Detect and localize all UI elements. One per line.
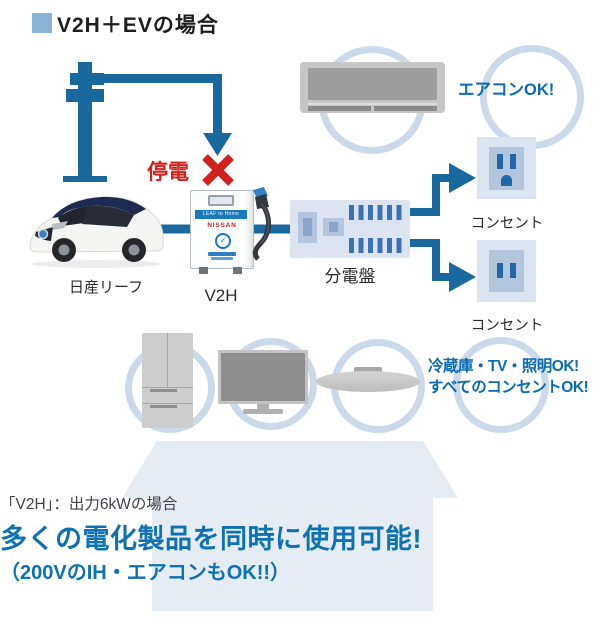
car-label: 日産リーフ (68, 279, 144, 296)
appliance-callout: 冷蔵庫・TV・照明OK! すべてのコンセントOK! (428, 356, 589, 398)
appliance-callout-line1: 冷蔵庫・TV・照明OK! (428, 358, 579, 375)
tv-screen (221, 353, 305, 401)
outlet-bottom-label: コンセント (470, 318, 544, 334)
title-bullet-square (32, 13, 52, 33)
board-to-outlet-bottom-line (408, 239, 451, 281)
v2h-foot (233, 267, 242, 274)
main-breaker (298, 212, 317, 243)
summary-subline: （200VのIH・エアコンもOK!!） (0, 562, 291, 584)
nissan-leaf-illustration (29, 196, 164, 268)
outlet-top (477, 137, 536, 199)
v2h-display (208, 195, 234, 206)
ac-panel (308, 68, 437, 100)
ceiling-light (316, 367, 420, 393)
ac-callout: エアコンOK! (458, 81, 555, 99)
ground-hole (501, 175, 512, 186)
v2h-unit: LEAF to Home NISSAN ✓ (190, 190, 254, 274)
circuit-breaker-row (349, 205, 404, 220)
outage-label: 停電 (147, 161, 189, 184)
outlet-face (489, 147, 524, 190)
outlet-top-arrow-icon (449, 163, 476, 193)
page-title: V2H＋EVの場合 (57, 14, 219, 37)
board-to-outlet-top-line (408, 174, 451, 216)
summary-condition: 「V2H」：出力6kWの場合 (0, 496, 178, 513)
grid-power-line (92, 74, 222, 134)
v2h-banner: LEAF to Home (195, 210, 247, 219)
outlet-bottom (477, 240, 536, 302)
charging-cable-icon (252, 187, 271, 261)
v2h-zero-emission-icon: ✓ (215, 233, 231, 249)
outlet-face (489, 250, 524, 292)
grid-arrow-down-icon (203, 133, 232, 156)
house-arrow-shape (122, 441, 458, 611)
summary-headline: 多くの電化製品を同時に使用可能! (0, 524, 422, 554)
distribution-board (290, 200, 410, 258)
v2h-foot (199, 267, 208, 274)
v2h-brand-logo: NISSAN (207, 222, 237, 229)
air-conditioner (300, 62, 445, 113)
circuit-breaker-row (349, 238, 404, 253)
outlet-top-label: コンセント (470, 216, 544, 232)
ring-behind-appliance-callout (453, 337, 549, 433)
board-label: 分電盤 (324, 267, 376, 286)
v2h-small-logo (208, 252, 236, 256)
refrigerator (142, 333, 193, 428)
v2h-small-logo (211, 257, 233, 260)
outlet-bottom-arrow-icon (449, 262, 476, 292)
television (218, 350, 308, 414)
outage-x-icon (202, 154, 234, 186)
sub-breaker (323, 218, 344, 236)
appliance-callout-line2: すべてのコンセントOK! (428, 379, 589, 396)
v2h-label: V2H (204, 286, 238, 305)
